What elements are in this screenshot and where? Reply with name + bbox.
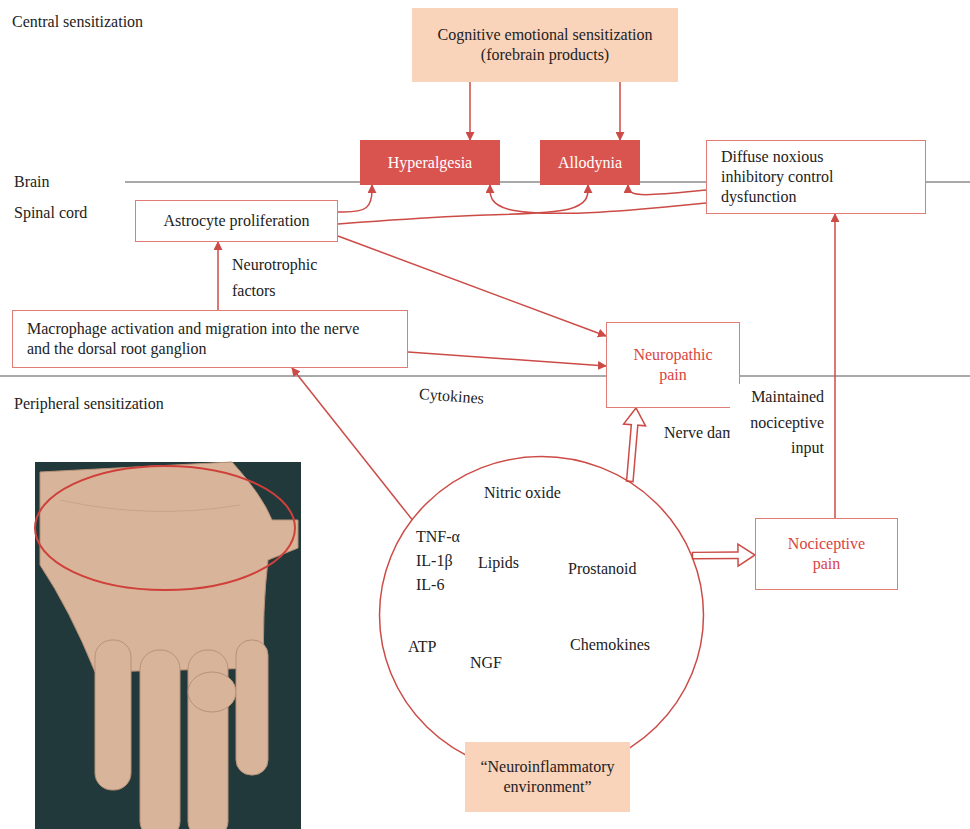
arrow-connector xyxy=(338,185,372,212)
highlight-ellipse xyxy=(35,466,295,590)
block-arrow-fill xyxy=(693,553,740,558)
block-arrow xyxy=(692,544,755,566)
mediator-label: TNF-α xyxy=(416,527,460,547)
arrow-connector xyxy=(470,82,471,140)
pain-box: Nociceptive pain xyxy=(755,518,898,590)
highlight-box: Cognitive emotional sensitization (foreb… xyxy=(412,8,678,82)
box-text: Neuropathic pain xyxy=(623,345,723,385)
arrow-connector xyxy=(408,352,606,366)
box-text: “Neuroinflammatory environment” xyxy=(473,757,622,797)
arrow-connector xyxy=(490,185,706,213)
connector-label: Cytokines xyxy=(416,381,487,411)
arrow-connector xyxy=(835,214,836,518)
connector-line xyxy=(490,185,706,213)
connector-line xyxy=(217,242,219,310)
symptom-box: Allodynia xyxy=(540,140,640,185)
process-box: Astrocyte proliferation xyxy=(135,200,338,242)
ellipse-outline xyxy=(378,455,705,775)
arrow-connector xyxy=(218,242,219,310)
block-arrow-fill xyxy=(630,423,635,481)
connector-line xyxy=(292,368,412,520)
arrow-connector xyxy=(338,185,588,224)
level-label: Spinal cord xyxy=(14,203,87,223)
level-label: Brain xyxy=(14,172,50,192)
connector-line xyxy=(408,352,606,366)
arrow-connector xyxy=(620,82,621,140)
hand-finger xyxy=(95,640,131,790)
arrow-connector xyxy=(292,368,412,520)
mediator-label: NGF xyxy=(470,653,502,673)
symptom-box: Hyperalgesia xyxy=(360,140,500,185)
pain-box: Neuropathic pain xyxy=(606,322,740,408)
hand-photo xyxy=(35,462,301,829)
process-box: Macrophage activation and migration into… xyxy=(12,310,408,368)
connector-label: Neurotrophic factors xyxy=(230,252,334,303)
hand-finger xyxy=(236,640,268,775)
block-arrow xyxy=(624,408,646,482)
ellipse-shape xyxy=(380,457,704,774)
arrow-connector xyxy=(628,185,706,195)
hand-palm xyxy=(40,462,298,672)
mediator-ellipse: Nitric oxideTNF-αIL-1βIL-6 Lipids Prostano… xyxy=(378,455,705,775)
skin-crease xyxy=(60,500,240,511)
mediator-label: IL-1β xyxy=(416,551,453,571)
mediator-label: Chemokines xyxy=(570,635,650,655)
mediator-label: Prostanoid xyxy=(568,559,636,579)
connector-line xyxy=(338,185,372,212)
connector-line xyxy=(834,214,836,518)
box-text: Hyperalgesia xyxy=(388,153,472,173)
process-box: Diffuse noxious inhibitory control dysfu… xyxy=(706,140,926,214)
hand-finger xyxy=(140,650,180,829)
connector-line xyxy=(338,185,588,224)
box-text: Diffuse noxious inhibitory control dysfu… xyxy=(721,147,871,207)
level-divider xyxy=(0,375,970,376)
box-text: Astrocyte proliferation xyxy=(163,211,309,231)
connector-line xyxy=(469,82,471,140)
level-label: Peripheral sensitization xyxy=(14,394,164,414)
mediator-label: IL-6 xyxy=(416,575,444,595)
level-label: Central sensitization xyxy=(12,12,143,32)
mediator-label: ATP xyxy=(408,637,436,657)
connector-label: Maintained nociceptive input xyxy=(730,384,826,461)
mediator-label: Lipids xyxy=(478,553,519,573)
connector-line xyxy=(619,82,621,140)
box-text: Allodynia xyxy=(558,153,622,173)
box-text: Nociceptive pain xyxy=(777,534,877,574)
mediator-label: Nitric oxide xyxy=(484,483,561,503)
box-text: Cognitive emotional sensitization (foreb… xyxy=(425,25,665,65)
swollen-joint xyxy=(188,672,236,712)
box-text: Macrophage activation and migration into… xyxy=(27,319,367,359)
block-arrow-head xyxy=(738,544,755,566)
highlight-box: “Neuroinflammatory environment” xyxy=(465,742,630,812)
connector-line xyxy=(628,185,706,195)
